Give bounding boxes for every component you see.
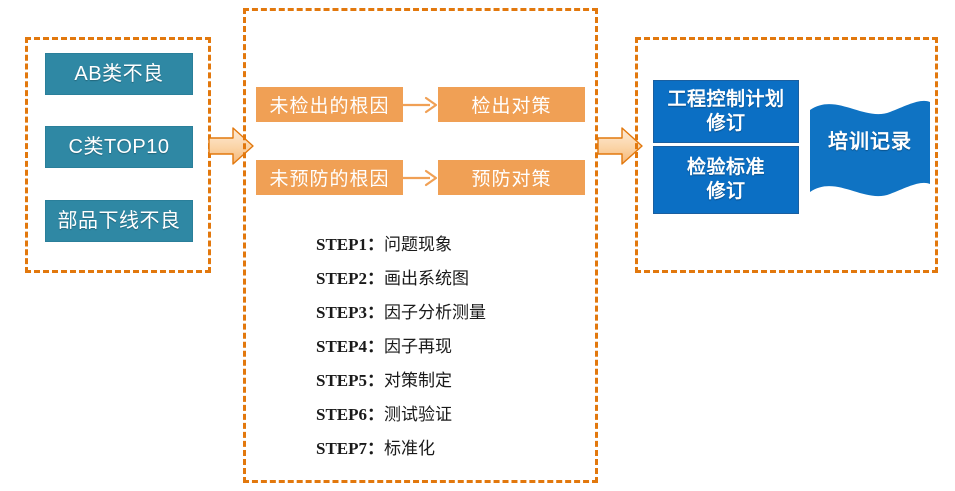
action-label: 预防对策 bbox=[471, 169, 552, 190]
step-list-item: STEP7：标准化 bbox=[316, 432, 576, 466]
left-item-c-top10[interactable]: C类TOP10 bbox=[45, 126, 193, 168]
output-inspection-standard-revision[interactable]: 检验标准 修订 bbox=[653, 146, 799, 214]
step-value: 问题现象 bbox=[384, 235, 453, 254]
left-panel-group bbox=[25, 37, 211, 273]
action-detection[interactable]: 检出对策 bbox=[438, 87, 585, 122]
step-value: 测试验证 bbox=[384, 405, 453, 424]
right-panel-group bbox=[635, 37, 938, 273]
step-list-item: STEP6：测试验证 bbox=[316, 398, 576, 432]
step-list-item: STEP2：画出系统图 bbox=[316, 262, 576, 296]
left-item-label: AB类不良 bbox=[74, 63, 164, 85]
step-list-item: STEP4：因子再现 bbox=[316, 330, 576, 364]
step-list: STEP1：问题现象 STEP2：画出系统图 STEP3：因子分析测量 STEP… bbox=[316, 228, 576, 466]
action-label: 检出对策 bbox=[471, 96, 552, 117]
step-key: STEP7： bbox=[316, 439, 385, 458]
step-key: STEP3： bbox=[316, 303, 385, 322]
step-value: 因子再现 bbox=[384, 337, 453, 356]
left-item-ab-defect[interactable]: AB类不良 bbox=[45, 53, 193, 95]
step-key: STEP5： bbox=[316, 371, 385, 390]
step-key: STEP6： bbox=[316, 405, 385, 424]
step-value: 标准化 bbox=[384, 439, 436, 458]
cause-undetected[interactable]: 未检出的根因 bbox=[256, 87, 403, 122]
step-value: 因子分析测量 bbox=[384, 303, 487, 322]
step-value: 对策制定 bbox=[384, 371, 453, 390]
output-control-plan-revision[interactable]: 工程控制计划 修订 bbox=[653, 80, 799, 143]
training-record-banner[interactable] bbox=[806, 96, 934, 202]
left-item-label: C类TOP10 bbox=[68, 136, 170, 158]
left-item-label: 部品下线不良 bbox=[57, 210, 181, 232]
output-label: 检验标准 修订 bbox=[686, 157, 765, 202]
step-key: STEP2： bbox=[316, 269, 385, 288]
action-prevention[interactable]: 预防对策 bbox=[438, 160, 585, 195]
middle-panel-group bbox=[243, 8, 598, 483]
output-label: 工程控制计划 修订 bbox=[667, 88, 785, 134]
step-list-item: STEP1：问题现象 bbox=[316, 228, 576, 262]
left-item-parts-offline-defect[interactable]: 部品下线不良 bbox=[45, 200, 193, 242]
flow-arrow-middle-to-right bbox=[596, 125, 644, 167]
step-list-item: STEP3：因子分析测量 bbox=[316, 296, 576, 330]
step-key: STEP1： bbox=[316, 235, 385, 254]
arrow-cause-to-action-2 bbox=[402, 168, 438, 188]
step-value: 画出系统图 bbox=[384, 269, 470, 288]
cause-unprevented[interactable]: 未预防的根因 bbox=[256, 160, 403, 195]
step-list-item: STEP5：对策制定 bbox=[316, 364, 576, 398]
cause-label: 未检出的根因 bbox=[269, 96, 390, 117]
cause-label: 未预防的根因 bbox=[269, 169, 390, 190]
step-key: STEP4： bbox=[316, 337, 385, 356]
arrow-cause-to-action-1 bbox=[402, 95, 438, 115]
